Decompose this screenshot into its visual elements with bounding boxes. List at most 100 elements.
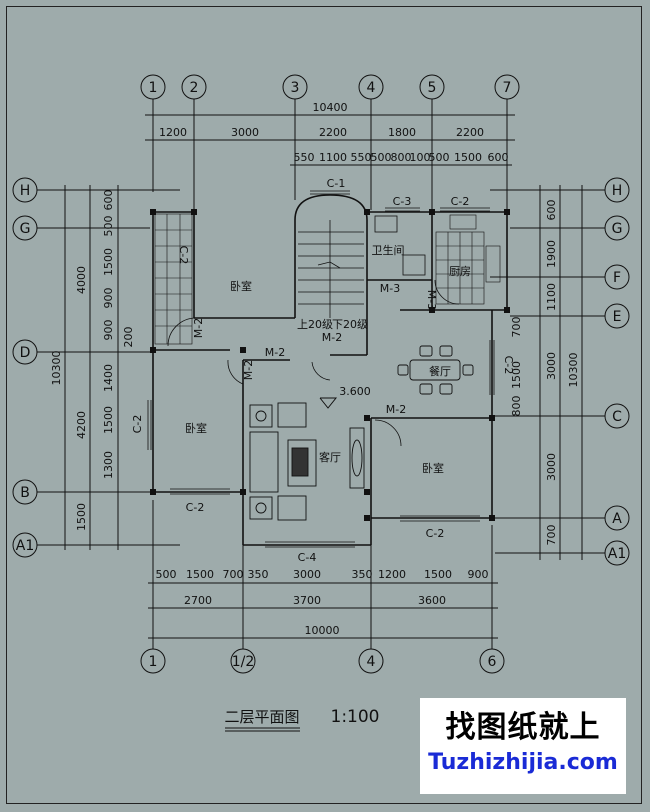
dim-bottom-detail: 3000	[293, 568, 321, 581]
room-label-toilet: 卫生间	[372, 243, 405, 257]
kitchen-hatch	[435, 214, 501, 305]
dim-left-detail: 1500	[102, 248, 115, 276]
door-code-m2: M-2	[265, 346, 285, 359]
dim-right-total: 10300	[567, 353, 580, 388]
right-axis-bubbles: H G F E C A A1	[490, 177, 630, 566]
room-label-bedroom-1: 卧室	[230, 279, 252, 293]
door-swings	[167, 279, 460, 447]
axis-label-right-E: E	[613, 309, 622, 325]
dim-right: 1100	[545, 283, 558, 311]
columns	[150, 209, 510, 521]
axis-label-right-G: G	[612, 221, 623, 237]
dim-right: 700	[545, 525, 558, 546]
axis-label-bottom-4: 4	[367, 654, 376, 670]
window-code-c1: C-1	[327, 177, 346, 190]
dim-top: 3000	[231, 126, 259, 139]
dim-left-detail: 900	[102, 320, 115, 341]
axis-label-right-H: H	[612, 183, 623, 199]
living-furniture	[249, 402, 365, 521]
axis-label-left-G: G	[20, 221, 31, 237]
dim-bottom-detail: 1200	[378, 568, 406, 581]
windows	[147, 190, 495, 548]
dim-right: 3000	[545, 352, 558, 380]
room-label-living: 客厅	[319, 450, 341, 464]
window-code-c2: C-2	[451, 195, 470, 208]
bottom-dimensions: 500 1500 700 350 3000 350 1200 1500 900 …	[148, 568, 498, 639]
axis-label-top-5: 5	[428, 80, 437, 96]
dim-left-detail: 1300	[102, 451, 115, 479]
dim-top-detail: 600	[488, 151, 509, 164]
dim-top-detail: 500	[429, 151, 450, 164]
dim-bottom-detail: 350	[352, 568, 373, 581]
dim-right: 3000	[545, 453, 558, 481]
window-code-c2: C-2	[177, 246, 190, 265]
dim-top-detail: 100	[410, 151, 431, 164]
elevation-triangle	[319, 397, 338, 409]
dim-bottom-detail: 900	[468, 568, 489, 581]
dim-left-detail: 200	[122, 327, 135, 348]
dim-top: 1800	[388, 126, 416, 139]
elevation-mark: 3.600	[339, 385, 371, 398]
dim-left-detail: 1500	[102, 406, 115, 434]
axis-label-bottom-1-2: 1/2	[232, 654, 255, 670]
dim-bottom-detail: 700	[223, 568, 244, 581]
dim-left: 4000	[75, 266, 88, 294]
dim-bottom: 2700	[184, 594, 212, 607]
drawing-title: 二层平面图	[224, 708, 299, 726]
axis-label-left-D: D	[20, 345, 31, 361]
window-code-c2: C-2	[186, 501, 205, 514]
left-axis-bubbles: H G D B A1	[12, 177, 180, 558]
dining-table	[397, 345, 474, 395]
dim-right: 700	[510, 317, 523, 338]
dim-top-detail: 500	[371, 151, 392, 164]
walls	[152, 194, 508, 546]
axis-label-right-F: F	[613, 270, 621, 286]
dim-left-detail: 500	[102, 216, 115, 237]
axis-label-top-7: 7	[503, 80, 512, 96]
dim-top: 2200	[319, 126, 347, 139]
dim-right: 600	[545, 200, 558, 221]
room-label-kitchen: 厨房	[449, 265, 471, 278]
dim-left-detail: 600	[102, 190, 115, 211]
axis-label-bottom-6: 6	[488, 654, 497, 670]
dim-top-detail: 550	[294, 151, 315, 164]
axis-label-left-H: H	[20, 183, 31, 199]
watermark-text: 找图纸就上	[445, 710, 601, 745]
axis-label-right-A: A	[612, 511, 622, 527]
axis-label-top-4: 4	[367, 80, 376, 96]
axis-label-left-B: B	[20, 485, 30, 501]
dim-bottom-detail: 500	[156, 568, 177, 581]
door-code-m2: M-2	[192, 318, 205, 338]
watermark-url: Tuzhizhijia.com	[428, 750, 618, 775]
dim-top-total: 10400	[313, 101, 348, 114]
axis-label-top-3: 3	[291, 80, 300, 96]
staircase	[298, 220, 364, 318]
room-label-bedroom-2: 卧室	[185, 421, 207, 435]
dim-top-detail: 800	[391, 151, 412, 164]
drawing-scale: 1:100	[331, 707, 380, 727]
dim-right: 1500	[510, 361, 523, 389]
dim-top: 1200	[159, 126, 187, 139]
axis-label-left-A1: A1	[16, 538, 34, 554]
dim-top: 2200	[456, 126, 484, 139]
dim-bottom-detail: 350	[248, 568, 269, 581]
axis-label-top-1: 1	[149, 80, 158, 96]
dim-top-detail: 550	[351, 151, 372, 164]
dim-left-detail: 1400	[102, 364, 115, 392]
dim-left: 1500	[75, 503, 88, 531]
dim-bottom: 3700	[293, 594, 321, 607]
window-code-c4: C-4	[298, 551, 317, 564]
dim-right: 800	[510, 396, 523, 417]
room-label-bedroom-3: 卧室	[422, 461, 444, 475]
left-dimensions: 10300 4000 4200 1500 600 500 1500 900 90…	[50, 185, 135, 550]
dim-bottom-detail: 1500	[424, 568, 452, 581]
door-code-m3: M-3	[380, 282, 400, 295]
watermark: 找图纸就上 Tuzhizhijia.com	[420, 698, 626, 794]
dim-right: 1900	[545, 240, 558, 268]
axis-label-right-A1: A1	[608, 546, 626, 562]
stair-down-label: 下20级	[332, 318, 368, 331]
toilet-fixtures	[374, 215, 426, 276]
window-code-c2: C-2	[426, 527, 445, 540]
door-code-m2: M-2	[386, 403, 406, 416]
